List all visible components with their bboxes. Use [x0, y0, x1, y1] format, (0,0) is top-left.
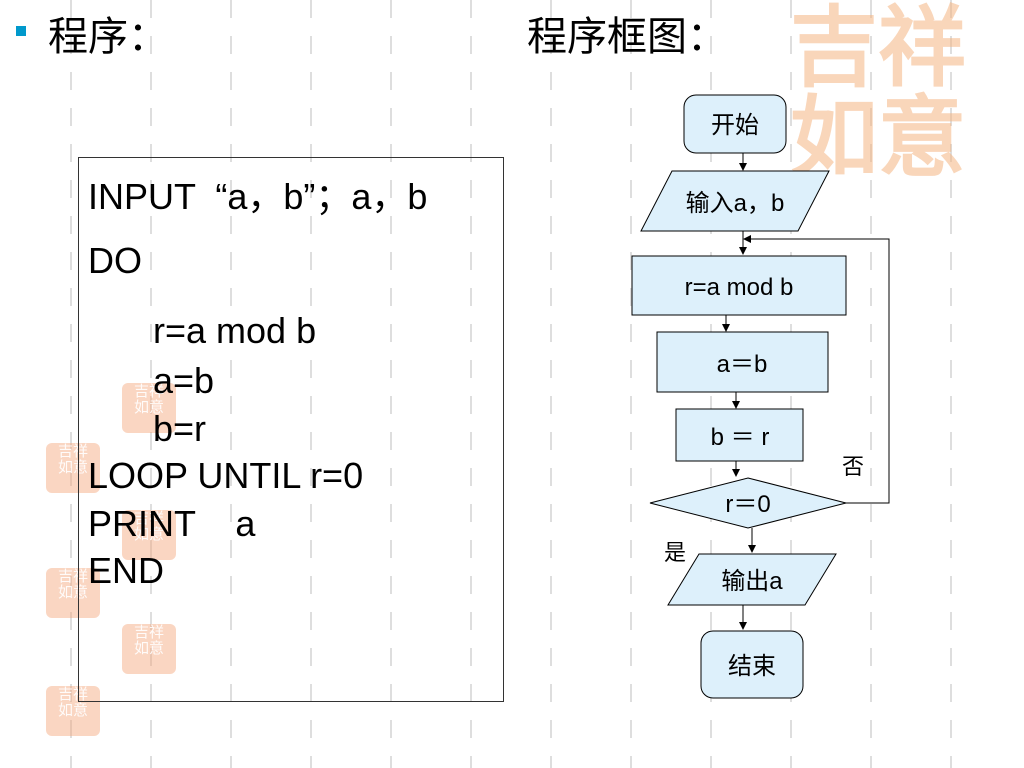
code-line: PRINT a [88, 503, 256, 544]
code-line: a=b [153, 360, 215, 401]
process-node [675, 408, 804, 462]
input-label: 输入a，b [686, 190, 785, 217]
process-label: b ＝ r [711, 424, 770, 451]
seal-stamp: 吉祥如意 [46, 568, 100, 618]
output-label: 输出a [721, 568, 783, 595]
code-line: INPUT “a，b”；a，b [88, 176, 428, 217]
start-label: 开始 [711, 112, 759, 139]
seal-stamp: 吉祥如意 [46, 443, 100, 493]
loop-back-arrow [743, 235, 890, 504]
no-label: 否 [842, 454, 864, 479]
decision-node [649, 477, 847, 529]
code-line: r=a mod b [153, 310, 317, 351]
right-heading: 程序框图： [527, 14, 727, 60]
seal-stamp: 吉祥如意 [122, 510, 176, 560]
code-box [78, 157, 504, 702]
code-line: LOOP UNTIL r=0 [88, 455, 364, 496]
input-node [640, 170, 830, 232]
yes-label: 是 [664, 540, 686, 565]
seal-stamp: 吉祥如意 [122, 383, 176, 433]
process-label: r=a mod b [685, 274, 794, 301]
code-line: DO [88, 240, 142, 281]
start-node [683, 94, 787, 154]
process-label: a＝b [717, 351, 768, 378]
bullet-icon [16, 26, 26, 36]
process-node [656, 331, 829, 393]
end-label: 结束 [728, 653, 776, 680]
left-heading: 程序： [48, 14, 168, 60]
decision-label: r＝0 [725, 491, 770, 518]
seal-stamp: 吉祥如意 [122, 624, 176, 674]
end-node [700, 630, 804, 699]
code-line: b=r [153, 408, 207, 449]
process-node [631, 255, 847, 316]
code-line: END [88, 550, 165, 591]
seal-stamp: 吉祥如意 [46, 686, 100, 736]
output-node [667, 553, 837, 606]
